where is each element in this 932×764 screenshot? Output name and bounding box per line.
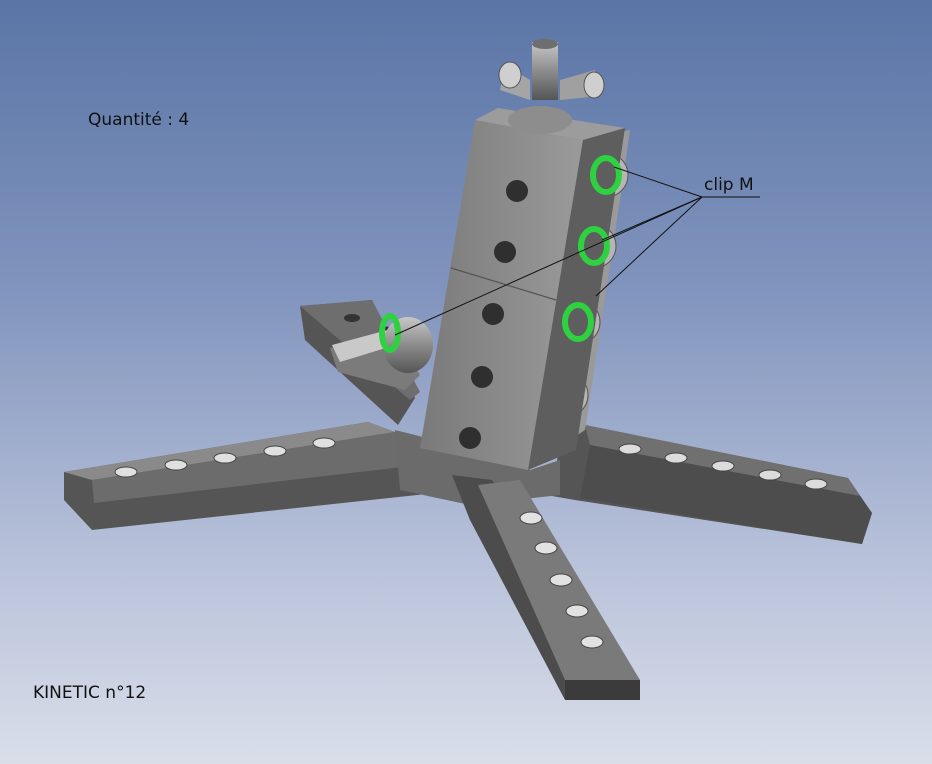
callout-leaders: [394, 166, 760, 336]
assembly-title: KINETIC n°12: [33, 683, 147, 703]
arm-right: [552, 425, 872, 544]
clip-callout-label: clip M: [704, 175, 754, 195]
arm-front: [452, 475, 640, 700]
top-connector: [498, 39, 605, 134]
upright-post: [420, 108, 625, 470]
arm-left: [64, 422, 445, 530]
quantity-label: Quantité : 4: [88, 110, 190, 130]
clip-m-parts: [379, 155, 622, 353]
